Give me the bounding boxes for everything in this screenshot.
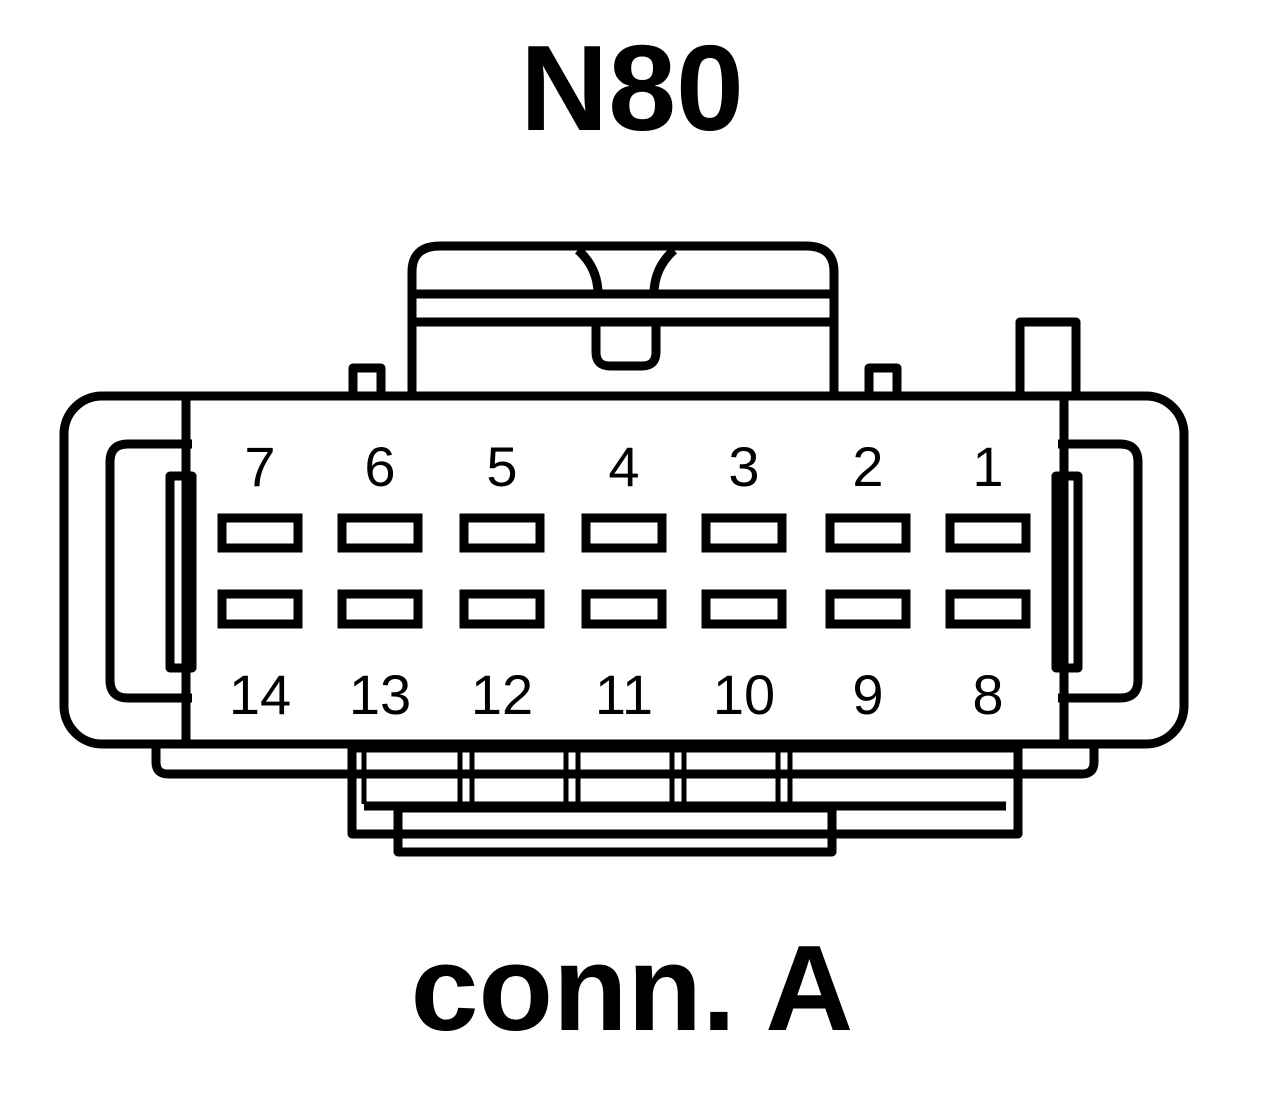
- top-key-right: [1015, 317, 1081, 394]
- pin-cavity-1: [945, 513, 1031, 553]
- top-latch-housing: [407, 241, 839, 392]
- pin-label-5: 5: [486, 435, 517, 498]
- connector-label: conn. A: [410, 920, 854, 1056]
- pin-label-2: 2: [852, 435, 883, 498]
- side-clip-left: [105, 439, 192, 703]
- pin-label-14: 14: [229, 663, 291, 726]
- pin-cavity-8: [945, 589, 1031, 629]
- side-clip-left-bar: [165, 471, 197, 673]
- bottom-block: [347, 743, 1023, 839]
- pin-cavity-12: [459, 589, 545, 629]
- pin-label-7: 7: [244, 435, 275, 498]
- pin-label-13: 13: [349, 663, 411, 726]
- component-title: N80: [520, 20, 744, 156]
- latch-tab: [591, 324, 661, 371]
- latch-arc-right: [649, 246, 678, 295]
- bottom-skirt: [151, 746, 1099, 779]
- pin-cavity-5: [459, 513, 545, 553]
- pin-label-10: 10: [713, 663, 775, 726]
- pin-cavity-9: [825, 589, 911, 629]
- pin-label-6: 6: [364, 435, 395, 498]
- pin-cavity-10: [701, 589, 787, 629]
- pin-cavity-3: [701, 513, 787, 553]
- top-post-left: [348, 363, 386, 394]
- pin-cavity-11: [581, 589, 667, 629]
- pin-label-3: 3: [728, 435, 759, 498]
- pin-cavity-14: [217, 589, 303, 629]
- bottom-foot: [393, 803, 837, 857]
- side-clip-right-bar: [1051, 471, 1083, 673]
- pin-cavity-7: [217, 513, 303, 553]
- pin-label-9: 9: [852, 663, 883, 726]
- pin-cavity-6: [337, 513, 423, 553]
- pin-label-4: 4: [608, 435, 639, 498]
- pin-cavity-13: [337, 589, 423, 629]
- top-post-right: [864, 363, 902, 394]
- pin-label-11: 11: [595, 663, 653, 726]
- pin-label-8: 8: [972, 663, 1003, 726]
- pin-label-12: 12: [471, 663, 533, 726]
- latch-arc-left: [574, 246, 603, 295]
- pin-label-1: 1: [972, 435, 1003, 498]
- side-clip-right: [1058, 439, 1143, 703]
- pin-cavity-4: [581, 513, 667, 553]
- pin-cavity-2: [825, 513, 911, 553]
